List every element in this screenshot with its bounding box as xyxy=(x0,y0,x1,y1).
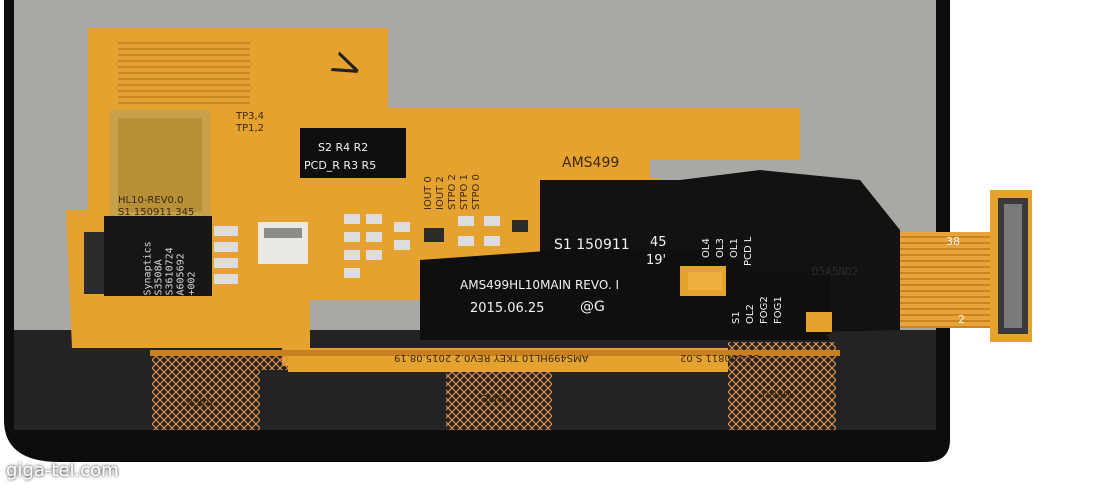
watermark-text: giga-tel.com xyxy=(6,460,119,481)
iout-label: STPO 2 xyxy=(447,174,458,210)
chip-line: S3508A xyxy=(153,259,165,296)
connector-pin-2: 2 xyxy=(958,313,965,326)
main-rev-label: AMS499HL10MAIN REVO. I xyxy=(460,278,619,292)
board-label-date-code: S1 150911 345 xyxy=(118,207,195,218)
board-label-code: S1 150911 xyxy=(554,237,630,253)
ams-stamp: AMS499 xyxy=(562,155,620,171)
key-menu-label: MENU xyxy=(762,388,792,399)
board-date: 2015.06.25 xyxy=(470,301,545,316)
chip-line: Synaptics xyxy=(142,241,154,296)
board-label-tp34: TP3,4 xyxy=(236,111,265,122)
chip-line: S3610724 xyxy=(164,247,176,296)
s1-label: OL2 xyxy=(745,304,756,324)
s1-label: S1 xyxy=(731,311,742,324)
ol-label: OL4 xyxy=(701,238,712,258)
board-label-tp12: TP1,2 xyxy=(236,123,265,134)
ol-label: OL1 xyxy=(729,238,740,258)
smd-components xyxy=(84,214,722,294)
iout-label: IOUT 0 xyxy=(423,176,434,210)
iout-label: STPO 0 xyxy=(471,174,482,210)
key-home-label: HOME xyxy=(482,392,513,403)
flex-pcb xyxy=(66,28,900,366)
ol-label: OL3 xyxy=(715,238,726,258)
controller-chip-label: Synaptics S3508A S3610724 A605692 +002 xyxy=(142,236,198,296)
manufacturer-logo-mark: @G xyxy=(580,299,605,315)
key-back-label: BACK xyxy=(186,396,214,407)
board-label-19: 19' xyxy=(646,253,667,268)
iout-label: STPO 1 xyxy=(459,174,470,210)
ol-label: PCD L xyxy=(743,236,754,266)
touch-key-pads xyxy=(150,342,840,430)
s1-label: FOG2 xyxy=(759,296,770,324)
side-flex xyxy=(900,190,1032,342)
connector-pin-38: 38 xyxy=(946,235,960,248)
key-flex-code: S1 150811 S.02 xyxy=(680,352,760,363)
iout-label: IOUT 2 xyxy=(435,176,446,210)
s1-label: FOG1 xyxy=(773,296,784,324)
board-label-pcd: PCD_R R3 R5 xyxy=(304,159,377,172)
board-label-45: 45 xyxy=(650,235,667,250)
sticker-code: D5A5ND2 xyxy=(812,265,859,278)
chip-line: A605692 xyxy=(175,253,187,296)
chip-line: +002 xyxy=(186,271,198,296)
board-label-s2: S2 R4 R2 xyxy=(318,141,369,154)
board-label-rev: HL10-REV0.0 xyxy=(118,195,184,206)
key-flex-rev: AMS499HL10 TKEY REV0.2 2015.08.19 xyxy=(394,352,589,363)
